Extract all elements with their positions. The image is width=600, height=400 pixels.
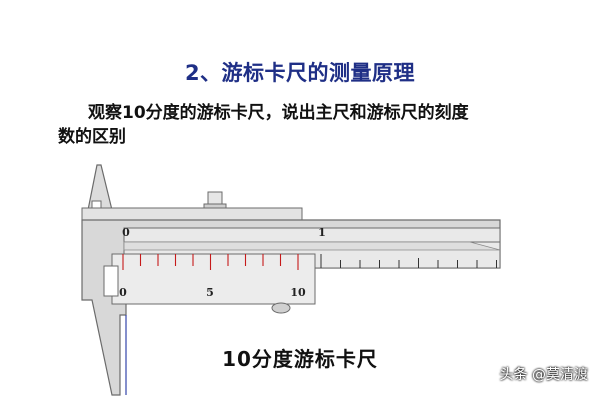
vernier-label-0: 0 [119,286,127,299]
slide-title: 2、游标卡尺的测量原理 [184,61,416,85]
main-scale-label-0: 0 [122,226,130,239]
lock-screw-base [203,203,227,209]
diagram-caption: 10分度游标卡尺 [222,347,378,371]
thumb-roller-icon [271,302,291,314]
vernier-window [103,265,119,297]
watermark: 头条 @莫清渡 [499,367,588,383]
vernier-label-5: 5 [206,286,214,299]
vernier-label-10: 10 [290,286,306,299]
vernier-ticks [122,254,299,270]
slider-top [81,207,303,221]
vernier-caliper-diagram: 0 1 0 5 10 [81,164,501,396]
question-text: 观察10分度的游标卡尺，说出主尺和游标尺的刻度 数的区别 [58,101,528,149]
question-line-2: 数的区别 [58,127,126,147]
question-line-1: 观察10分度的游标卡尺，说出主尺和游标尺的刻度 [88,103,469,123]
main-scale-bevel [123,241,501,251]
main-scale-label-1: 1 [318,226,326,239]
